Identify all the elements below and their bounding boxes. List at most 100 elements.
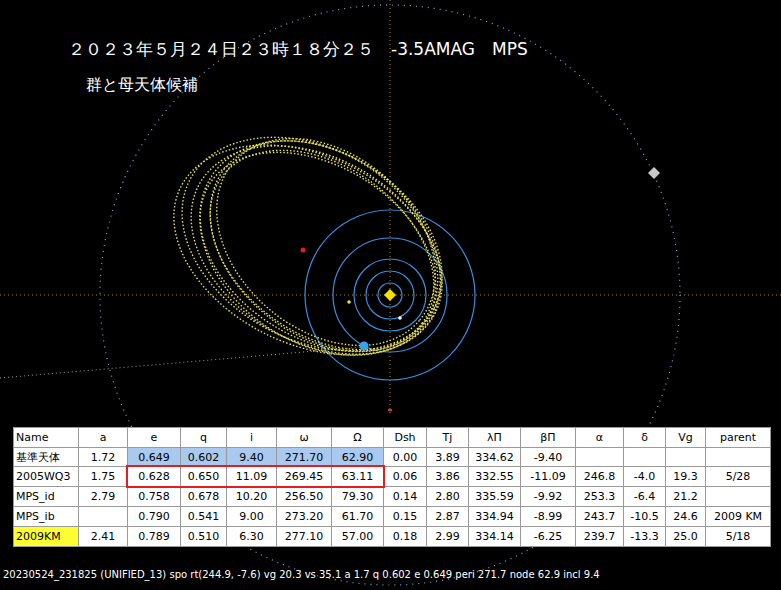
cell-text: 269.45 [285,470,324,483]
cell-text: 239.7 [584,530,616,543]
table-cell: 243.7 [575,506,624,527]
table-cell: 0.758 [127,486,181,507]
table-cell: 253.3 [575,486,624,507]
table-cell: 0.00 [383,447,427,467]
cell-text: 9.40 [239,451,264,464]
cell-text: 271.70 [285,451,324,464]
table-cell: 0.790 [127,506,181,527]
cell-text: 2.80 [435,490,460,503]
cell-text: 5/18 [726,530,751,543]
table-cell [623,447,666,467]
table-cell: 0.628 [127,466,181,487]
cell-text: 基準天体 [16,450,60,465]
table-cell: α [575,427,624,448]
cell-text: 334.62 [475,451,514,464]
cell-text: 2.79 [91,490,116,503]
cell-text: 6.30 [239,530,264,543]
table-cell: 334.94 [468,506,521,527]
table-cell: MPS_ib [13,506,79,527]
planet-dot [347,300,351,304]
cell-text: 25.0 [673,530,698,543]
cell-text: 0.678 [188,490,220,503]
table-cell: 21.2 [665,486,706,507]
cell-text: 62.90 [342,451,374,464]
cell-text: MPS_id [16,490,55,503]
table-cell: 277.10 [276,526,332,547]
table-cell: 256.50 [276,486,332,507]
table-cell: Name [13,427,79,448]
subtitle: 群と母天体候補 [86,75,198,96]
cell-text: 19.3 [673,470,698,483]
cell-text: -9.40 [534,451,562,464]
table-cell: 0.15 [383,506,427,527]
table-cell: 2005WQ3 [13,466,79,487]
cell-text: α [596,431,603,444]
cell-text: 2005WQ3 [16,470,71,483]
cell-text: 334.14 [475,530,514,543]
table-cell: 3.89 [426,447,469,467]
table-cell: 5/18 [705,526,771,547]
table-cell: 2009KM [13,526,79,547]
table-cell: 246.8 [575,466,624,487]
table-cell: 9.40 [226,447,277,467]
table-cell: 基準天体 [13,447,79,467]
cell-text: e [151,431,158,444]
mars [301,248,306,253]
table-cell: 0.602 [180,447,227,467]
cell-text: 0.789 [138,530,170,543]
outer-body [648,167,660,179]
cell-text: 334.94 [475,510,514,523]
cell-text: -11.09 [530,470,565,483]
cell-text: 243.7 [584,510,616,523]
table-cell: 271.70 [276,447,332,467]
table-cell: -13.3 [623,526,666,547]
cell-text: 335.59 [475,490,514,503]
cell-text: 0.602 [188,451,220,464]
table-cell: 2.79 [78,486,128,507]
table-cell: 2.99 [426,526,469,547]
cell-text: δ [641,431,648,444]
cell-text: 0.790 [138,510,170,523]
cell-text: parent [720,431,756,444]
title: ２０２３年５月２４日２３時１８分２５ -3.5AMAG MPS [68,38,528,61]
cell-text: 2009 KM [714,510,762,523]
axis-y [390,0,391,415]
table-cell: 19.3 [665,466,706,487]
cell-text: λΠ [487,431,502,444]
cell-text: 0.628 [138,470,170,483]
table-cell: 2.80 [426,486,469,507]
cell-text: 246.8 [584,470,616,483]
cell-text: 5/28 [726,470,751,483]
cell-text: 0.541 [188,510,220,523]
table-cell [705,447,771,467]
table-cell: 334.14 [468,526,521,547]
cell-text: 24.6 [673,510,698,523]
cell-text: 79.30 [342,490,374,503]
table-cell: MPS_id [13,486,79,507]
cell-text: 0.14 [393,490,418,503]
axis-mark [388,409,392,411]
table-cell: -6.25 [520,526,576,547]
cell-text: 1.75 [91,470,116,483]
cell-text: 0.00 [393,451,418,464]
sun [384,289,396,301]
table-cell: 9.00 [226,506,277,527]
cell-text: 57.00 [342,530,374,543]
cell-text: -13.3 [630,530,658,543]
table-cell: -10.5 [623,506,666,527]
table-cell: e [127,427,181,448]
table-cell: 0.789 [127,526,181,547]
table-cell: 25.0 [665,526,706,547]
cell-text: -4.0 [634,470,655,483]
table-cell: 269.45 [276,466,332,487]
table-cell: -9.40 [520,447,576,467]
table-cell [705,486,771,507]
table-cell: 2009 KM [705,506,771,527]
cell-text: 277.10 [285,530,324,543]
table-cell: Dsh [383,427,427,448]
table-cell: Tj [426,427,469,448]
cell-text: 1.72 [91,451,116,464]
table-cell: 0.649 [127,447,181,467]
table-cell: -4.0 [623,466,666,487]
table-cell: 332.55 [468,466,521,487]
